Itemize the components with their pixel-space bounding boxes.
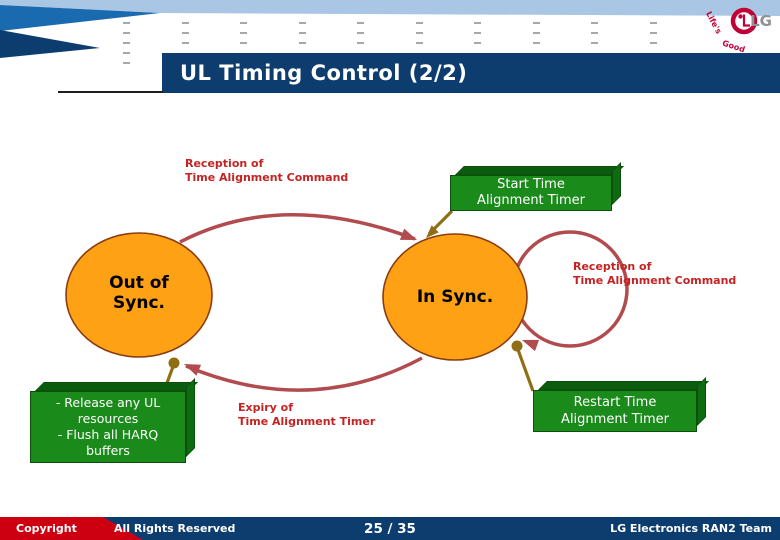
dash (123, 42, 130, 44)
header-lightblue-band (0, 0, 780, 16)
state-out-of-sync-label: Out of Sync. (109, 273, 169, 313)
dash (415, 22, 423, 24)
dash (532, 32, 540, 34)
footer-team: LG Electronics RAN2 Team (610, 522, 772, 535)
dash (649, 42, 657, 44)
footer-page-number: 25 / 35 (364, 520, 416, 537)
footer-bar: Copyright All Rights Reserved 25 / 35 LG… (0, 517, 780, 540)
dash (123, 22, 130, 24)
dash (240, 32, 247, 34)
dash (357, 42, 364, 44)
restart-timer-box: Restart Time Alignment Timer (533, 390, 697, 432)
header-blue-wedge (0, 5, 160, 31)
label-reception-right: Reception of Time Alignment Command (573, 260, 737, 287)
label-expiry: Expiry of Time Alignment Timer (238, 401, 376, 428)
title-underline (58, 91, 163, 93)
connector-restart-timer (515, 346, 535, 392)
page-title: UL Timing Control (2/2) (180, 61, 468, 85)
dash (181, 32, 189, 34)
footer-copyright-wedge: Copyright (0, 517, 143, 540)
state-out-of-sync-ellipse (65, 232, 213, 358)
dash (591, 32, 598, 34)
dash (123, 52, 130, 54)
dash (415, 42, 423, 44)
dash (591, 42, 598, 44)
dash (474, 32, 481, 34)
lg-logo-icon (730, 7, 758, 35)
dash (357, 32, 364, 34)
start-timer-box: Start Time Alignment Timer (450, 175, 612, 211)
dash (298, 42, 306, 44)
self-loop-arc (511, 230, 629, 348)
transition-arc-top (179, 213, 416, 244)
transition-arc-bottom (185, 356, 423, 392)
footer-rights: All Rights Reserved (114, 522, 236, 535)
arrowhead-self-loop (522, 339, 540, 352)
arrowhead-bottom-arc (184, 364, 202, 376)
connector-ball-in-sync (511, 340, 523, 352)
state-in-sync-label: In Sync. (416, 287, 494, 307)
dash (240, 22, 247, 24)
state-in-sync-ellipse (382, 233, 528, 361)
arrowhead-top-arc (399, 228, 417, 240)
dash (649, 32, 657, 34)
title-bar: UL Timing Control (2/2) (162, 53, 780, 93)
dash (123, 32, 130, 34)
dash (474, 22, 481, 24)
dash (181, 22, 189, 24)
arrowhead-start-timer (426, 225, 439, 238)
dash (181, 42, 189, 44)
dash (532, 22, 540, 24)
release-resources-box: - Release any UL resources - Flush all H… (30, 391, 186, 463)
dash (357, 22, 364, 24)
header-band (0, 0, 780, 58)
dash (532, 42, 540, 44)
dash (298, 22, 306, 24)
lg-wordmark: LG (750, 12, 772, 30)
header-navy-wedge (0, 30, 100, 58)
label-reception-left: Reception of Time Alignment Command (185, 157, 349, 184)
dash (298, 32, 306, 34)
connector-ball-out-of-sync (168, 357, 180, 369)
dash (591, 22, 598, 24)
dash (123, 62, 130, 64)
dash (240, 42, 247, 44)
dash (649, 22, 657, 24)
dash (415, 32, 423, 34)
footer-copyright: Copyright (16, 522, 77, 535)
lg-logo: LG Life's Good (698, 4, 774, 54)
dash (474, 42, 481, 44)
